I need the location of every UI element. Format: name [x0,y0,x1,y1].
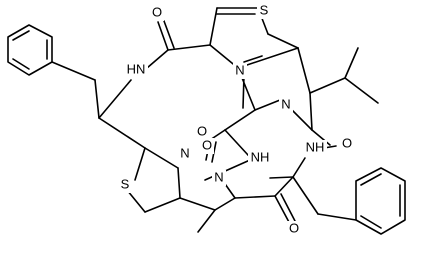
label-o-center1: O [195,123,209,140]
label-s-top: S [257,2,271,19]
label-n-lower: N [212,169,226,186]
label-o-right: O [340,135,354,152]
label-nh-center: NH [248,149,272,166]
svg-text:O: O [289,220,299,235]
svg-text:O: O [202,137,212,152]
svg-text:O: O [152,4,162,19]
benzene-ring-bottom-right [292,167,406,235]
svg-text:N: N [214,169,223,184]
label-n-right: N [279,96,293,113]
svg-text:N: N [281,96,290,111]
thiazoline-left [98,117,216,213]
svg-text:HN: HN [127,61,146,76]
svg-text:N: N [180,145,189,160]
svg-text:NH: NH [306,139,325,154]
label-nh-right: NH [303,139,327,156]
svg-text:S: S [260,2,269,17]
label-n-left: N [178,145,192,162]
svg-text:O: O [342,135,352,150]
label-s-left: S [118,176,132,193]
svg-text:S: S [121,176,130,191]
amide-top [98,20,211,119]
benzene-ring-top-left [7,24,100,119]
svg-text:NH: NH [251,149,270,164]
svg-text:O: O [197,123,207,138]
label-o-center2: O [200,137,214,154]
label-o-bottom: O [287,220,301,237]
label-o-top: O [150,4,164,21]
svg-text:N: N [235,62,244,77]
isopropyl-group [309,47,379,104]
label-nh-left: HN [124,61,148,78]
thiazole-top [209,7,299,69]
label-n-center-upper: N [233,62,247,79]
